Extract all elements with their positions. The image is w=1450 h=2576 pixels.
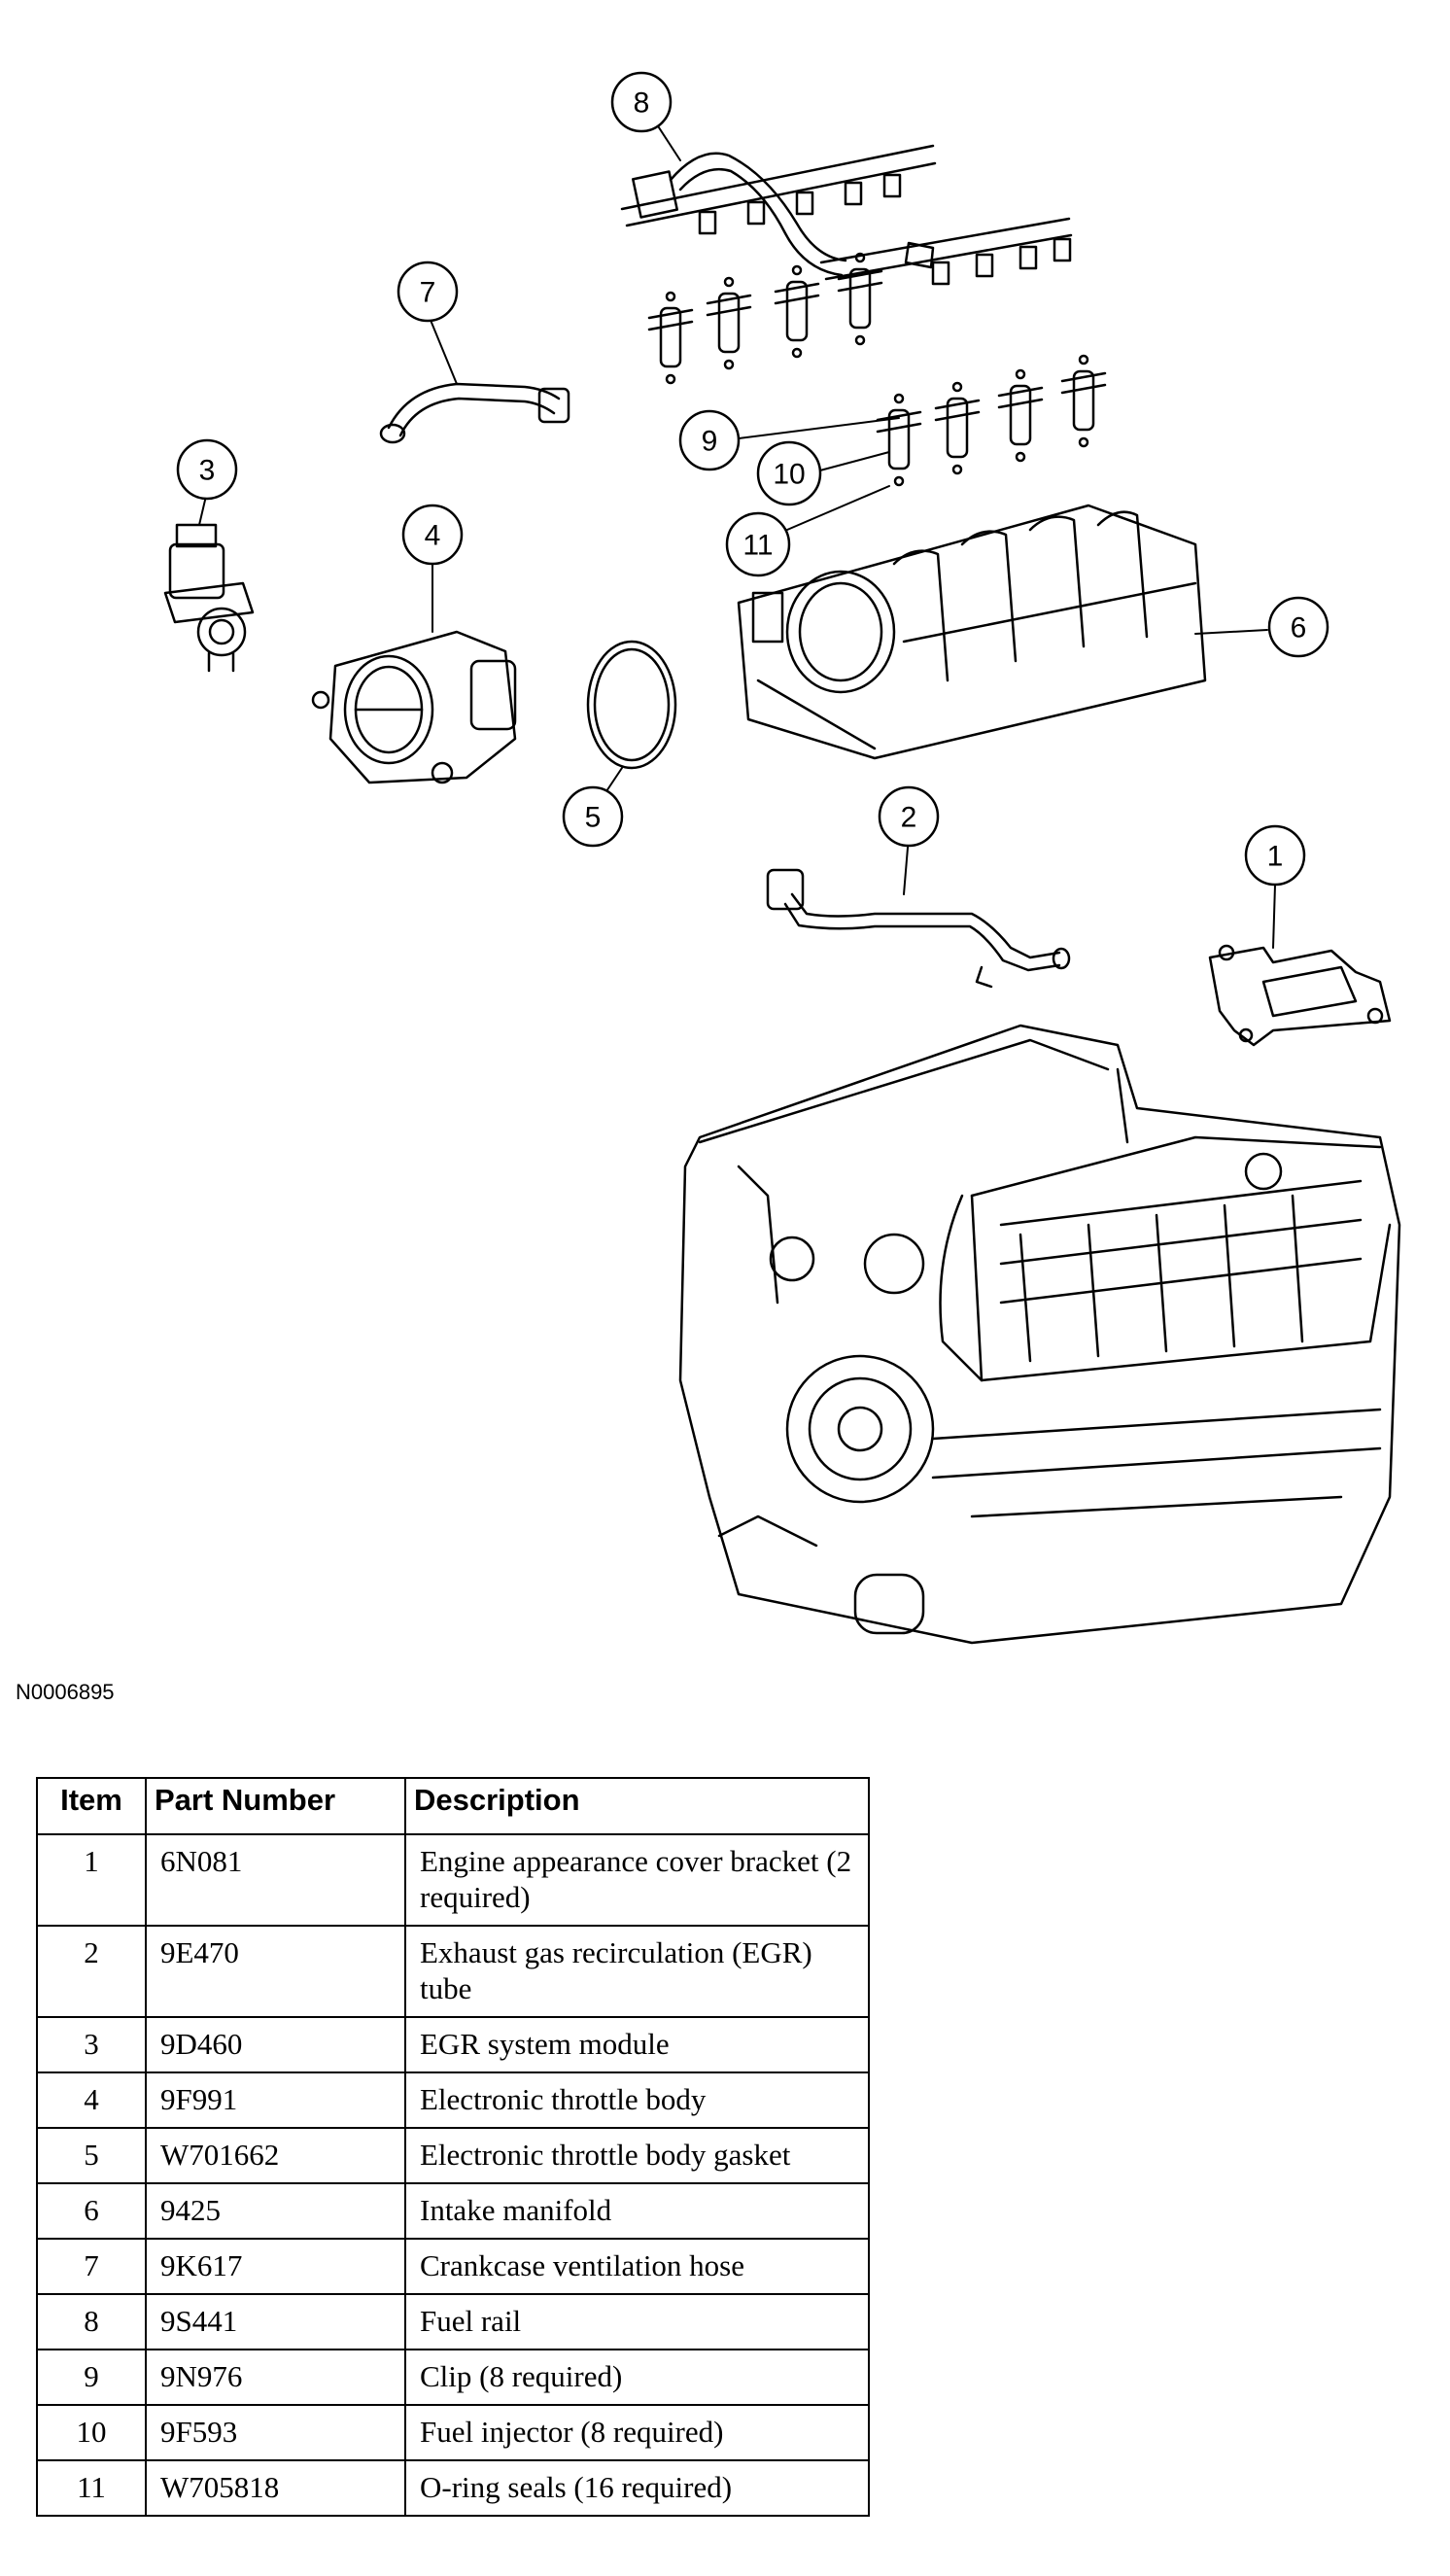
table-row: 1 6N081 Engine appearance cover bracket … (36, 1833, 870, 1927)
cell-description: Exhaust gas recirculation (EGR) tube (404, 1925, 870, 2018)
table-row: 6 9425 Intake manifold (36, 2182, 870, 2240)
cell-description: Clip (8 required) (404, 2349, 870, 2406)
cover-bracket-drawing (1208, 944, 1392, 1047)
gasket-drawing (586, 640, 677, 770)
callout-label-11: 11 (742, 530, 773, 562)
cell-item: 6 (36, 2182, 147, 2240)
fuel-rail-drawing (620, 144, 1073, 286)
cell-item: 2 (36, 1925, 147, 2018)
cell-description: Electronic throttle body gasket (404, 2127, 870, 2184)
cell-description: Electronic throttle body (404, 2071, 870, 2129)
engine-block-drawing (678, 1024, 1401, 1645)
cell-item: 1 (36, 1833, 147, 1927)
callout-label-1: 1 (1267, 841, 1284, 873)
egr-tube-drawing (766, 868, 1071, 989)
table-row: 7 9K617 Crankcase ventilation hose (36, 2238, 870, 2295)
cell-description: Intake manifold (404, 2182, 870, 2240)
header-item: Item (36, 1777, 147, 1835)
cell-item: 5 (36, 2127, 147, 2184)
callout-label-6: 6 (1291, 612, 1307, 644)
table-row: 9 9N976 Clip (8 required) (36, 2349, 870, 2406)
callout-label-2: 2 (901, 802, 917, 834)
cell-item: 8 (36, 2293, 147, 2350)
callout-label-4: 4 (425, 520, 441, 552)
crankcase-hose-drawing (379, 382, 570, 444)
callout-circle-4 (401, 504, 464, 566)
leader-lines (198, 118, 1276, 949)
cell-part-number: 9K617 (145, 2238, 406, 2295)
cell-item: 4 (36, 2071, 147, 2129)
table-row: 8 9S441 Fuel rail (36, 2293, 870, 2350)
cell-part-number: 6N081 (145, 1833, 406, 1927)
callout-label-7: 7 (420, 277, 436, 309)
callout-circle-1 (1244, 824, 1306, 887)
exploded-parts-diagram: 1 2 3 4 5 6 7 8 9 10 11 (163, 71, 1401, 1645)
cell-description: Fuel rail (404, 2293, 870, 2350)
callout-label-3: 3 (199, 455, 216, 487)
intake-manifold-drawing (737, 504, 1207, 760)
callout-circle-2 (878, 785, 940, 848)
table-header-row: Item Part Number Description (36, 1777, 870, 1835)
header-description: Description (404, 1777, 870, 1835)
table-row: 2 9E470 Exhaust gas recirculation (EGR) … (36, 1925, 870, 2018)
cell-part-number: 9D460 (145, 2016, 406, 2073)
cell-part-number: 9425 (145, 2182, 406, 2240)
table-row: 3 9D460 EGR system module (36, 2016, 870, 2073)
cell-part-number: 9S441 (145, 2293, 406, 2350)
cell-description: Fuel injector (8 required) (404, 2404, 870, 2461)
callout-circle-7 (397, 261, 459, 323)
header-part-number: Part Number (145, 1777, 406, 1835)
callout-circle-11 (725, 511, 791, 577)
cell-description: O-ring seals (16 required) (404, 2459, 870, 2517)
cell-description: EGR system module (404, 2016, 870, 2073)
cell-item: 9 (36, 2349, 147, 2406)
callout-label-5: 5 (585, 802, 602, 834)
cell-item: 11 (36, 2459, 147, 2517)
cell-part-number: 9F593 (145, 2404, 406, 2461)
callout-circle-9 (678, 409, 741, 471)
cell-item: 7 (36, 2238, 147, 2295)
callout-circle-8 (610, 71, 673, 133)
cell-part-number: W705818 (145, 2459, 406, 2517)
cell-part-number: W701662 (145, 2127, 406, 2184)
table-row: 4 9F991 Electronic throttle body (36, 2071, 870, 2129)
callout-circle-3 (176, 438, 238, 501)
callout-circle-10 (756, 440, 822, 506)
throttle-body-drawing (311, 630, 517, 784)
callout-label-8: 8 (634, 87, 650, 120)
cell-item: 3 (36, 2016, 147, 2073)
table-row: 10 9F593 Fuel injector (8 required) (36, 2404, 870, 2461)
cell-part-number: 9F991 (145, 2071, 406, 2129)
table-row: 11 W705818 O-ring seals (16 required) (36, 2459, 870, 2517)
callout-label-10: 10 (773, 459, 805, 491)
cell-item: 10 (36, 2404, 147, 2461)
figure-id: N0006895 (16, 1680, 115, 1704)
cell-description: Engine appearance cover bracket (2 requi… (404, 1833, 870, 1927)
cell-description: Crankcase ventilation hose (404, 2238, 870, 2295)
cell-part-number: 9E470 (145, 1925, 406, 2018)
callout-label-9: 9 (702, 426, 718, 458)
table-row: 5 W701662 Electronic throttle body gaske… (36, 2127, 870, 2184)
callout-circle-6 (1267, 596, 1329, 658)
egr-module-drawing (163, 523, 255, 673)
parts-table: Item Part Number Description 1 6N081 Eng… (36, 1777, 870, 2517)
fuel-injectors-drawing (647, 252, 1107, 487)
callout-circle-5 (562, 785, 624, 848)
cell-part-number: 9N976 (145, 2349, 406, 2406)
callouts (176, 71, 1329, 887)
